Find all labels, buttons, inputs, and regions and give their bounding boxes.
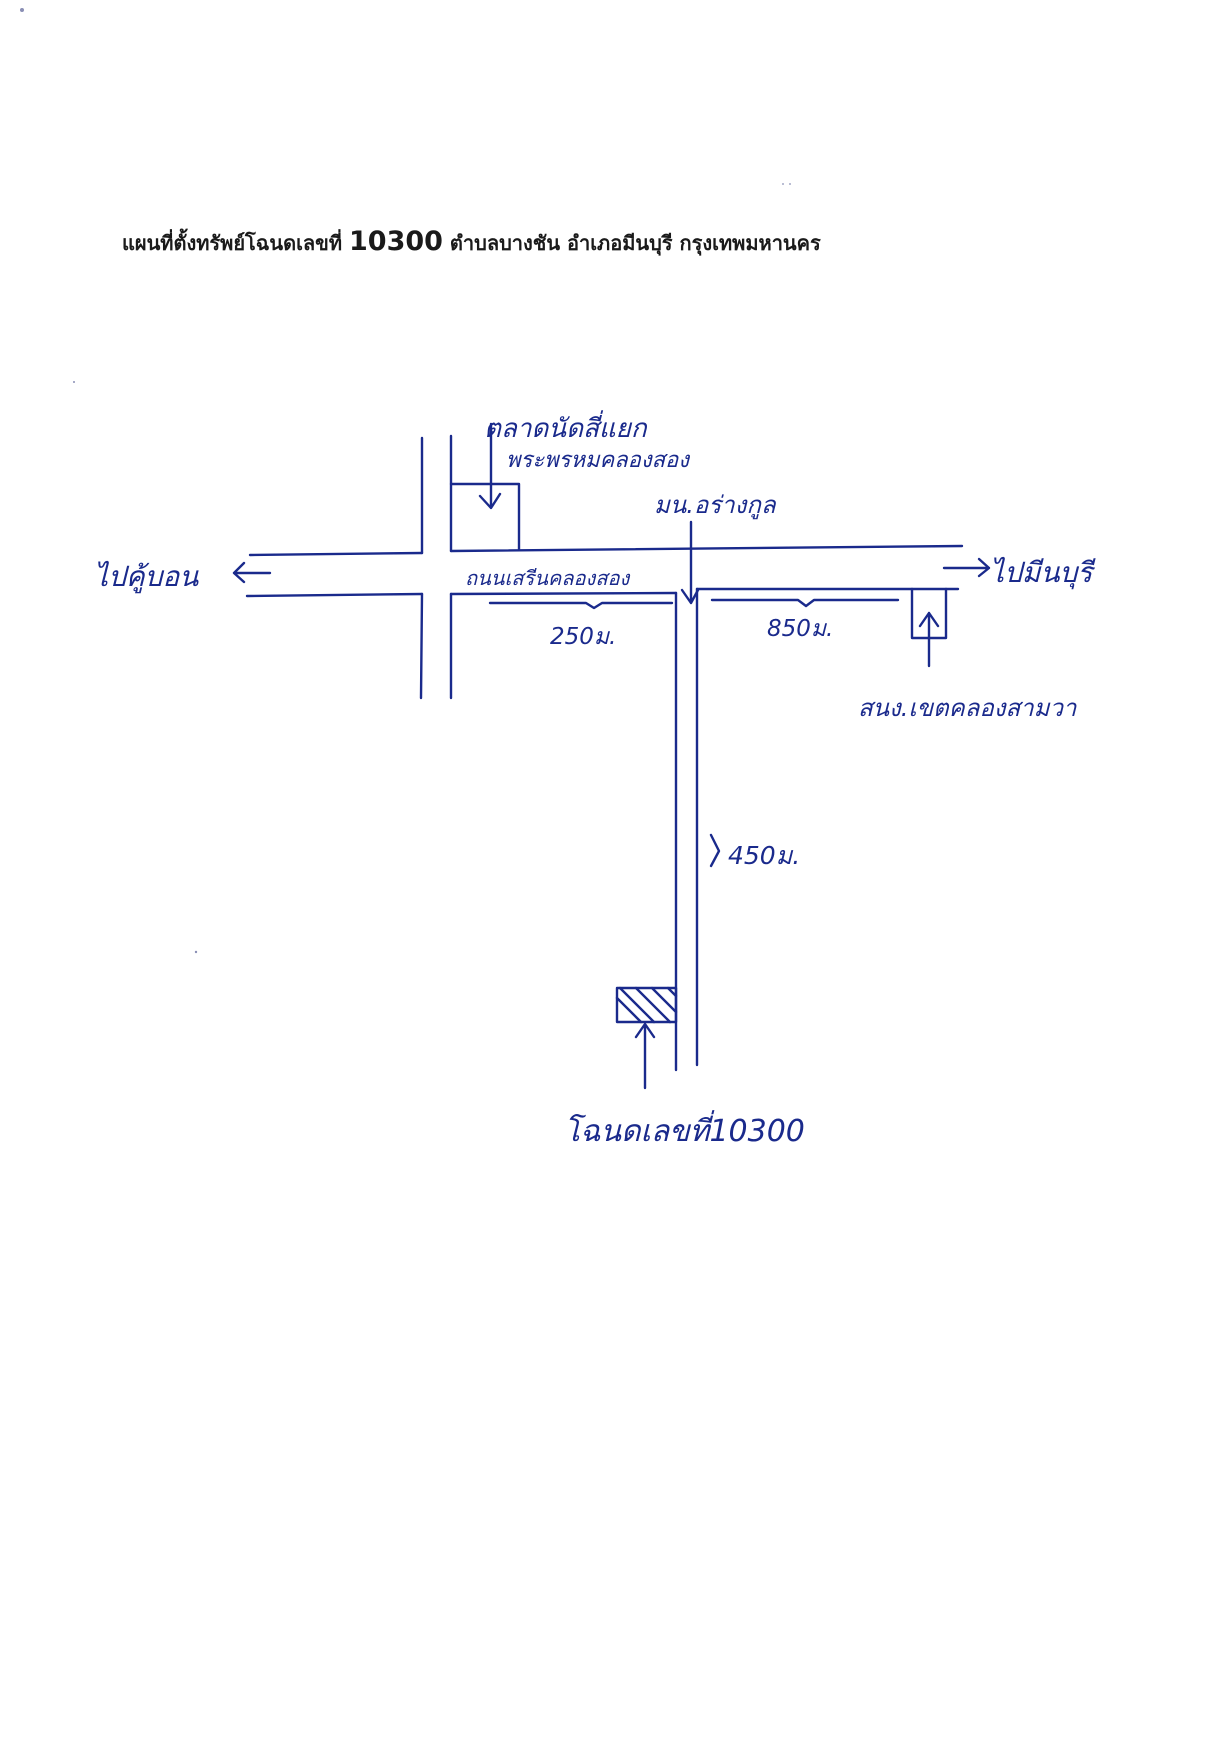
title-prefix: แผนที่ตั้งทรัพย์โฉนดเลขที่ — [122, 231, 343, 255]
main-road-left-bottom-edge — [245, 592, 424, 598]
main-road-right-bottom-edge-west — [449, 591, 678, 596]
scan-speck — [194, 950, 198, 954]
scan-speck — [73, 381, 75, 383]
page-title: แผนที่ตั้งทรัพย์โฉนดเลขที่ 10300 ตำบลบาง… — [122, 226, 821, 259]
land-parcel-hatching — [615, 986, 678, 1024]
label-distance-850m: 850ม. — [767, 616, 833, 642]
label-parcel-deed: โฉนดเลขที่10300 — [564, 1110, 805, 1149]
village-pointer-arrow — [680, 520, 700, 605]
label-to-min-buri: ไปมีนบุรี — [990, 556, 1096, 590]
arrow-left-to-khu-bon — [232, 561, 272, 584]
label-market-line1: ตลาดนัดสี่แยก — [484, 410, 648, 444]
bracket-250m — [488, 601, 674, 610]
label-district-office: สนง.เขตคลองสามวา — [858, 694, 1078, 722]
main-road-right-top-edge — [449, 544, 964, 553]
label-to-khu-bon: ไปคู้บอน — [94, 560, 199, 594]
scan-speck — [789, 183, 791, 185]
label-distance-450m: 450ม. — [728, 841, 800, 870]
title-deed-number: 10300 — [349, 226, 443, 257]
bracket-450m — [709, 833, 721, 868]
label-village: มน.อร่างกูล — [654, 491, 777, 520]
land-parcel-pointer-arrow — [634, 1022, 656, 1090]
title-location: ตำบลบางชัน อำเภอมีนบุรี กรุงเทพมหานคร — [449, 231, 821, 255]
cross-road-left-edge-bottom — [419, 592, 424, 700]
label-market-line2: พระพรหมคลองสอง — [506, 448, 691, 473]
district-office-pointer-arrow — [918, 611, 940, 668]
bracket-850m — [710, 598, 900, 608]
land-parcel — [615, 986, 678, 1024]
label-road-name: ถนนเสรีนคลองสอง — [465, 566, 631, 590]
market-building — [449, 482, 521, 551]
main-road-left-top-edge — [248, 551, 424, 557]
market-pointer-arrow — [478, 422, 502, 510]
label-distance-250m: 250ม. — [550, 624, 616, 650]
scan-speck — [782, 183, 784, 185]
scan-speck — [20, 8, 24, 12]
arrow-right-to-min-buri — [942, 557, 991, 578]
